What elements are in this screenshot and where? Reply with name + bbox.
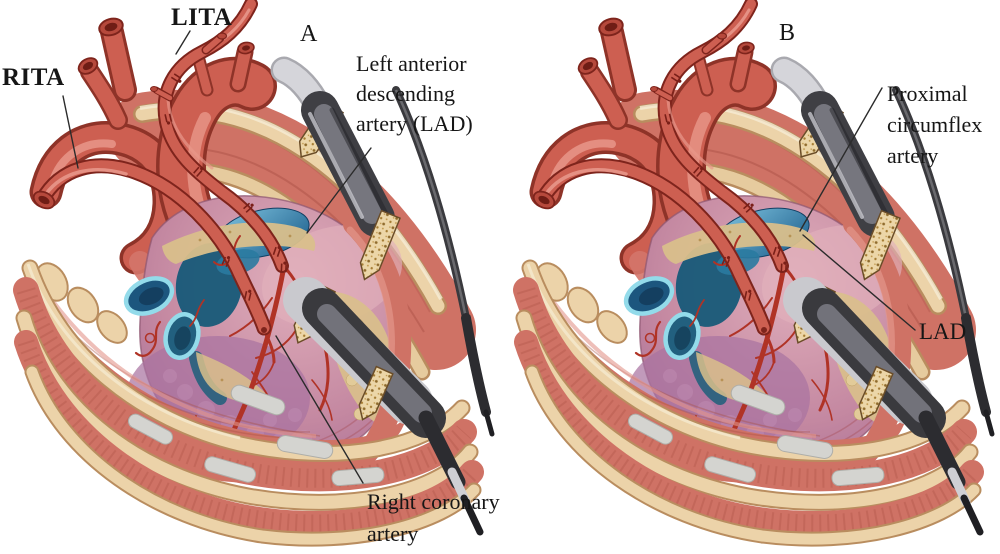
label-rita: RITA <box>2 64 65 91</box>
leader-line-lad-b <box>802 234 916 331</box>
label-right-coronary-artery: Right coronary artery <box>367 489 500 546</box>
label-proximal-circumflex: Proximal circumflex artery <box>887 81 983 168</box>
panel-letter-a: A <box>300 21 318 47</box>
label-lad-short: LAD <box>919 319 967 344</box>
leader-lines <box>62 30 916 484</box>
leader-line-right-coronary <box>275 335 364 484</box>
label-lita: LITA <box>171 4 233 31</box>
leader-line-proximal-circumflex <box>799 87 883 232</box>
leader-line-rita <box>62 95 79 169</box>
leader-line-lad-a <box>306 147 372 234</box>
leader-line-lita <box>175 30 191 55</box>
label-left-anterior-descending: Left anterior descending artery (LAD) <box>356 51 473 136</box>
panel-letter-b: B <box>779 20 796 46</box>
